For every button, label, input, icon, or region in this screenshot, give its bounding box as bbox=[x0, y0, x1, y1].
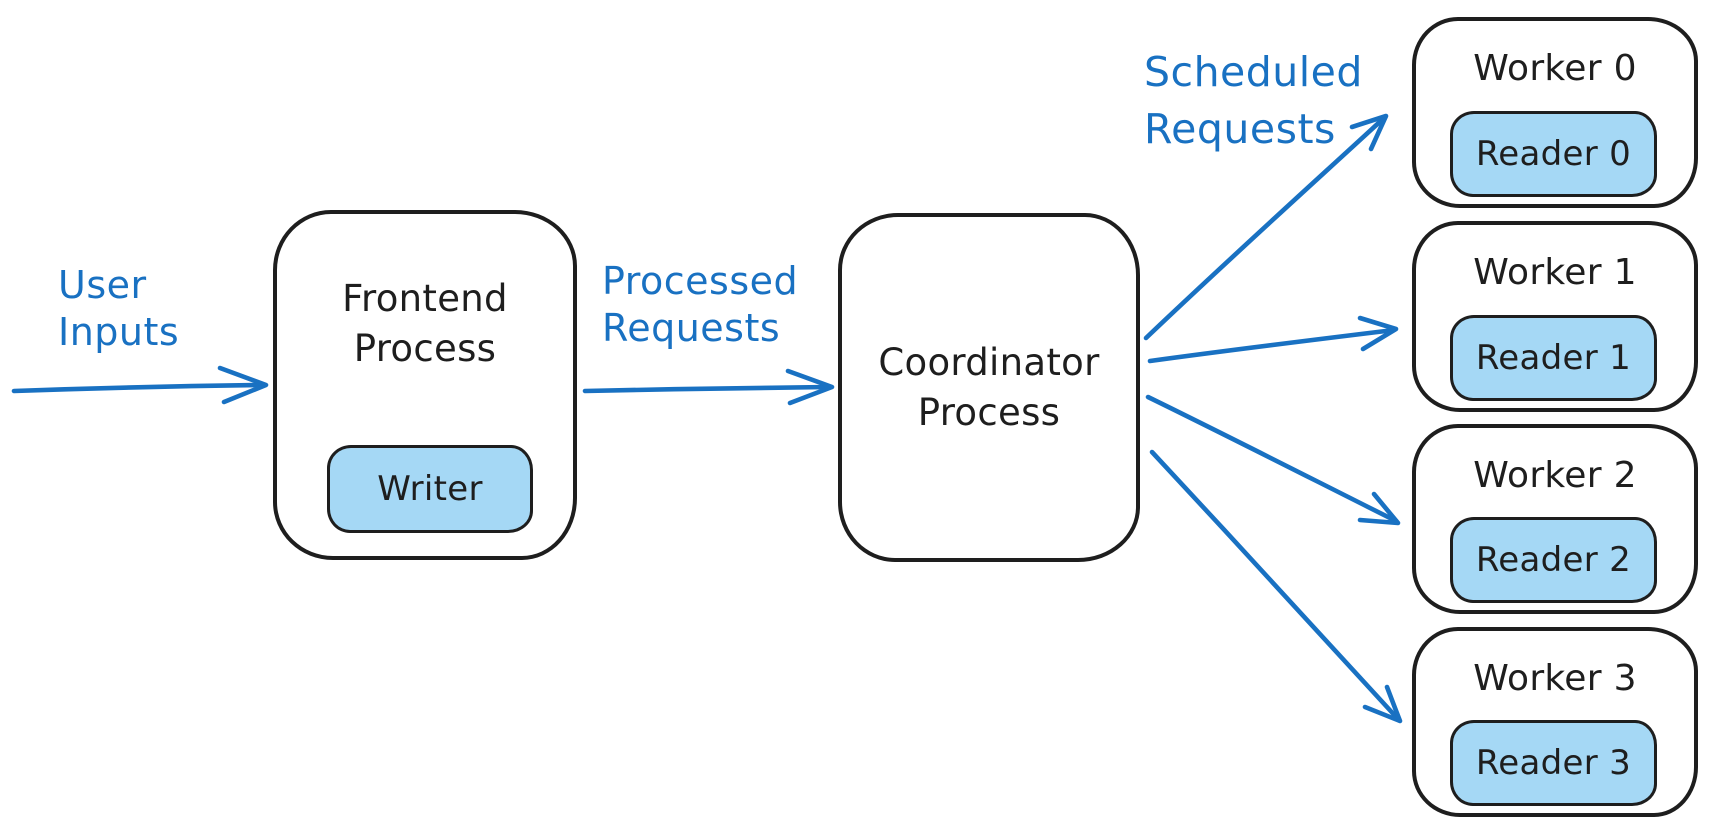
frontend-process-title: Frontend Process bbox=[342, 277, 508, 370]
user-inputs-arrow bbox=[11, 365, 269, 405]
reader-2-label: Reader 2 bbox=[1475, 540, 1632, 580]
reader-2-node: Reader 2 bbox=[1450, 517, 1657, 603]
processed-requests-arrow bbox=[582, 368, 835, 406]
worker-1-title: Worker 1 bbox=[1473, 252, 1637, 293]
reader-0-label: Reader 0 bbox=[1475, 134, 1632, 174]
user-inputs-label: User Inputs bbox=[58, 263, 180, 355]
writer-label: Writer bbox=[377, 469, 483, 509]
reader-3-label: Reader 3 bbox=[1475, 743, 1632, 783]
worker-0-title: Worker 0 bbox=[1473, 48, 1637, 89]
writer-node: Writer bbox=[327, 445, 533, 533]
worker-3-title: Worker 3 bbox=[1473, 658, 1637, 699]
worker-0-node: Worker 0 Reader 0 bbox=[1412, 17, 1698, 208]
reader-0-node: Reader 0 bbox=[1450, 111, 1657, 197]
scheduled-arrow-worker-0 bbox=[1143, 113, 1389, 341]
worker-1-node: Worker 1 Reader 1 bbox=[1412, 221, 1698, 412]
scheduled-requests-label: Scheduled Requests bbox=[1144, 48, 1363, 153]
reader-3-node: Reader 3 bbox=[1450, 720, 1657, 806]
scheduled-arrow-worker-2 bbox=[1145, 394, 1401, 526]
coordinator-process-title: Coordinator Process bbox=[878, 340, 1100, 434]
worker-3-node: Worker 3 Reader 3 bbox=[1412, 627, 1698, 817]
worker-2-title: Worker 2 bbox=[1473, 455, 1637, 496]
scheduled-arrow-worker-3 bbox=[1149, 449, 1403, 724]
reader-1-node: Reader 1 bbox=[1450, 315, 1657, 401]
worker-2-node: Worker 2 Reader 2 bbox=[1412, 424, 1698, 614]
coordinator-process-node: Coordinator Process bbox=[838, 213, 1140, 562]
reader-1-label: Reader 1 bbox=[1475, 338, 1632, 378]
processed-requests-label: Processed Requests bbox=[602, 259, 799, 351]
scheduled-arrow-worker-1 bbox=[1147, 315, 1399, 364]
frontend-process-node: Frontend Process Writer bbox=[273, 210, 577, 560]
